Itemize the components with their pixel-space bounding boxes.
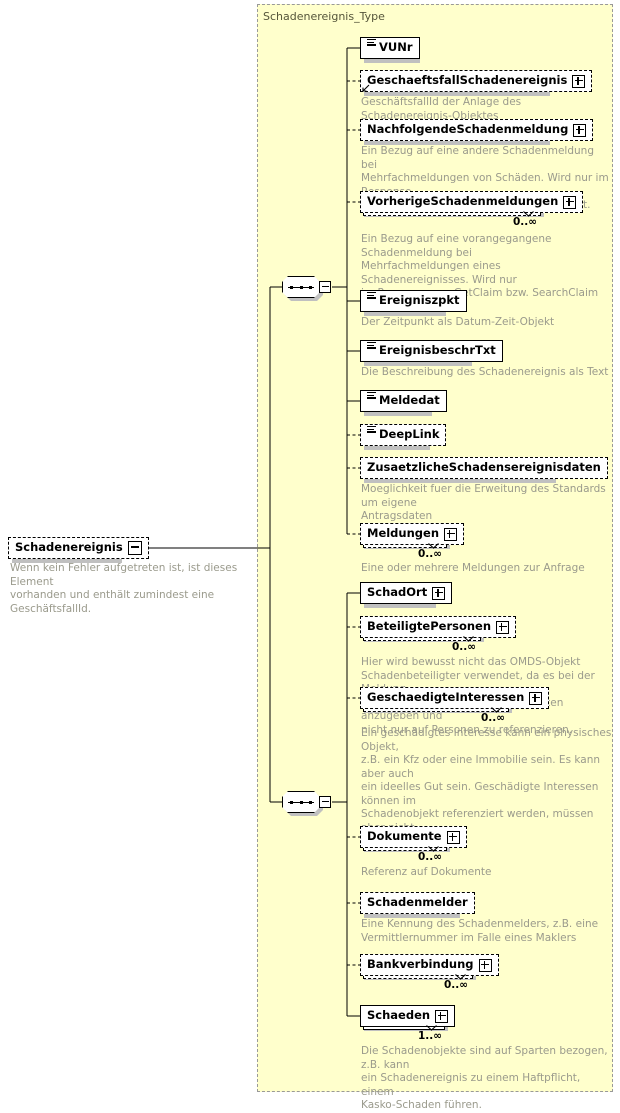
sequence-dots-icon [290,800,312,804]
plus-box-icon[interactable] [478,958,492,972]
plus-box-icon[interactable] [444,527,458,541]
occurrence-chevron-icon [428,846,439,852]
element-zusaetzlicheschadensereignisdaten[interactable]: ZusaetzlicheSchadensereignisdaten [360,457,608,479]
element-schadenmelder[interactable]: Schadenmelder [360,892,475,914]
occurrence-chevron-icon [455,974,466,980]
element-documentation: Eine Kennung des Schadenmelders, z.B. ei… [361,918,599,944]
sequence-compositor-1[interactable] [282,276,332,301]
element-label: GeschaedigteInteressen [367,690,525,705]
root-element-schadenereignis[interactable]: Schadenereignis [8,537,149,559]
element-label: Bankverbindung [367,957,474,972]
element-deeplink[interactable]: DeepLink [360,424,447,446]
element-ereignisbeschrtxt[interactable]: EreignisbeschrTxt [360,340,503,362]
attribute-lines-icon [367,342,376,353]
plus-box-icon[interactable] [563,195,577,209]
cardinality-label: 0..∞ [481,712,506,724]
element-bankverbindung[interactable]: Bankverbindung [360,954,499,976]
element-label: DeepLink [379,427,440,442]
element-meldedat[interactable]: Meldedat [360,390,447,412]
element-label: EreignisbeschrTxt [379,343,496,358]
cardinality-label: 1..∞ [418,1030,443,1042]
element-documentation: Die Beschreibung des Schadenereignis als… [361,366,609,378]
plus-box-icon[interactable] [529,691,543,705]
attribute-lines-icon [367,292,376,303]
element-geschaedigteinteressen[interactable]: GeschaedigteInteressen [360,687,550,709]
occurrence-chevron-icon [428,543,439,549]
plus-box-icon[interactable] [446,830,460,844]
element-documentation: Eine oder mehrere Meldungen zur Anfrage [361,562,585,574]
element-label: Ereigniszpkt [379,293,460,308]
plus-box-icon[interactable] [572,74,586,88]
element-documentation: Referenz auf Dokumente [361,866,492,878]
cardinality-label: 0..∞ [452,641,477,653]
element-vunr[interactable]: VUNr [360,37,420,59]
element-ereigniszpkt[interactable]: Ereigniszpkt [360,290,467,312]
occurrence-chevron-icon [523,211,534,217]
element-nachfolgendeschadenmeldung[interactable]: NachfolgendeSchadenmeldung [360,119,594,141]
plus-box-icon[interactable] [496,620,510,634]
sequence-compositor-2[interactable] [282,791,332,816]
cardinality-label: 0..∞ [444,979,469,991]
type-container-title: Schadenereignis_Type [263,10,385,23]
element-schaeden[interactable]: Schaeden [360,1005,456,1027]
element-label: NachfolgendeSchadenmeldung [367,122,569,137]
attribute-lines-icon [367,426,376,437]
element-label: ZusaetzlicheSchadensereignisdaten [367,460,601,475]
occurrence-chevron-icon [463,636,474,642]
element-label: VorherigeSchadenmeldungen [367,194,559,209]
element-label: BeteiligtePersonen [367,619,492,634]
element-vorherigeschadenmeldungen[interactable]: VorherigeSchadenmeldungen [360,191,584,213]
element-beteiligtepersonen[interactable]: BeteiligtePersonen [360,616,517,638]
element-documentation: GeschäftsfallId der Anlage des Schadener… [361,96,522,122]
minus-box-icon[interactable] [127,541,142,555]
element-geschaeftsfallschadenereignis[interactable]: GeschaeftsfallSchadenereignis [360,70,593,92]
occurrence-chevron-icon [491,707,502,713]
attribute-lines-icon [367,39,376,50]
element-dokumente[interactable]: Dokumente [360,826,467,848]
sequence-dots-icon [290,285,312,289]
element-label: GeschaeftsfallSchadenereignis [367,73,568,88]
plus-box-icon[interactable] [573,123,587,137]
element-label: Meldungen [367,526,440,541]
cardinality-label: 0..∞ [418,548,443,560]
minus-box-icon[interactable] [319,281,331,293]
element-label: Schadenmelder [367,895,468,910]
element-label: Meldedat [379,393,440,408]
element-documentation: Die Schadenobjekte sind auf Sparten bezo… [361,1045,608,1111]
element-schadort[interactable]: SchadOrt [360,582,453,604]
root-element-label: Schadenereignis [15,540,123,555]
element-label: VUNr [379,40,413,55]
cardinality-label: 0..∞ [418,851,443,863]
plus-box-icon[interactable] [432,586,446,600]
element-meldungen[interactable]: Meldungen [360,523,465,545]
occurrence-chevron-icon [426,1025,437,1031]
element-documentation: Der Zeitpunkt als Datum-Zeit-Objekt [361,316,555,328]
element-label: Dokumente [367,829,442,844]
plus-box-icon[interactable] [435,1009,449,1023]
element-label: SchadOrt [367,585,428,600]
cardinality-label: 0..∞ [513,216,538,228]
element-documentation: Moeglichkeit fuer die Erweitung des Stan… [361,483,606,522]
minus-box-icon[interactable] [319,796,331,808]
attribute-lines-icon [367,392,376,403]
root-documentation: Wenn kein Fehler aufgetreten ist, ist di… [10,562,238,615]
element-label: Schaeden [367,1008,431,1023]
